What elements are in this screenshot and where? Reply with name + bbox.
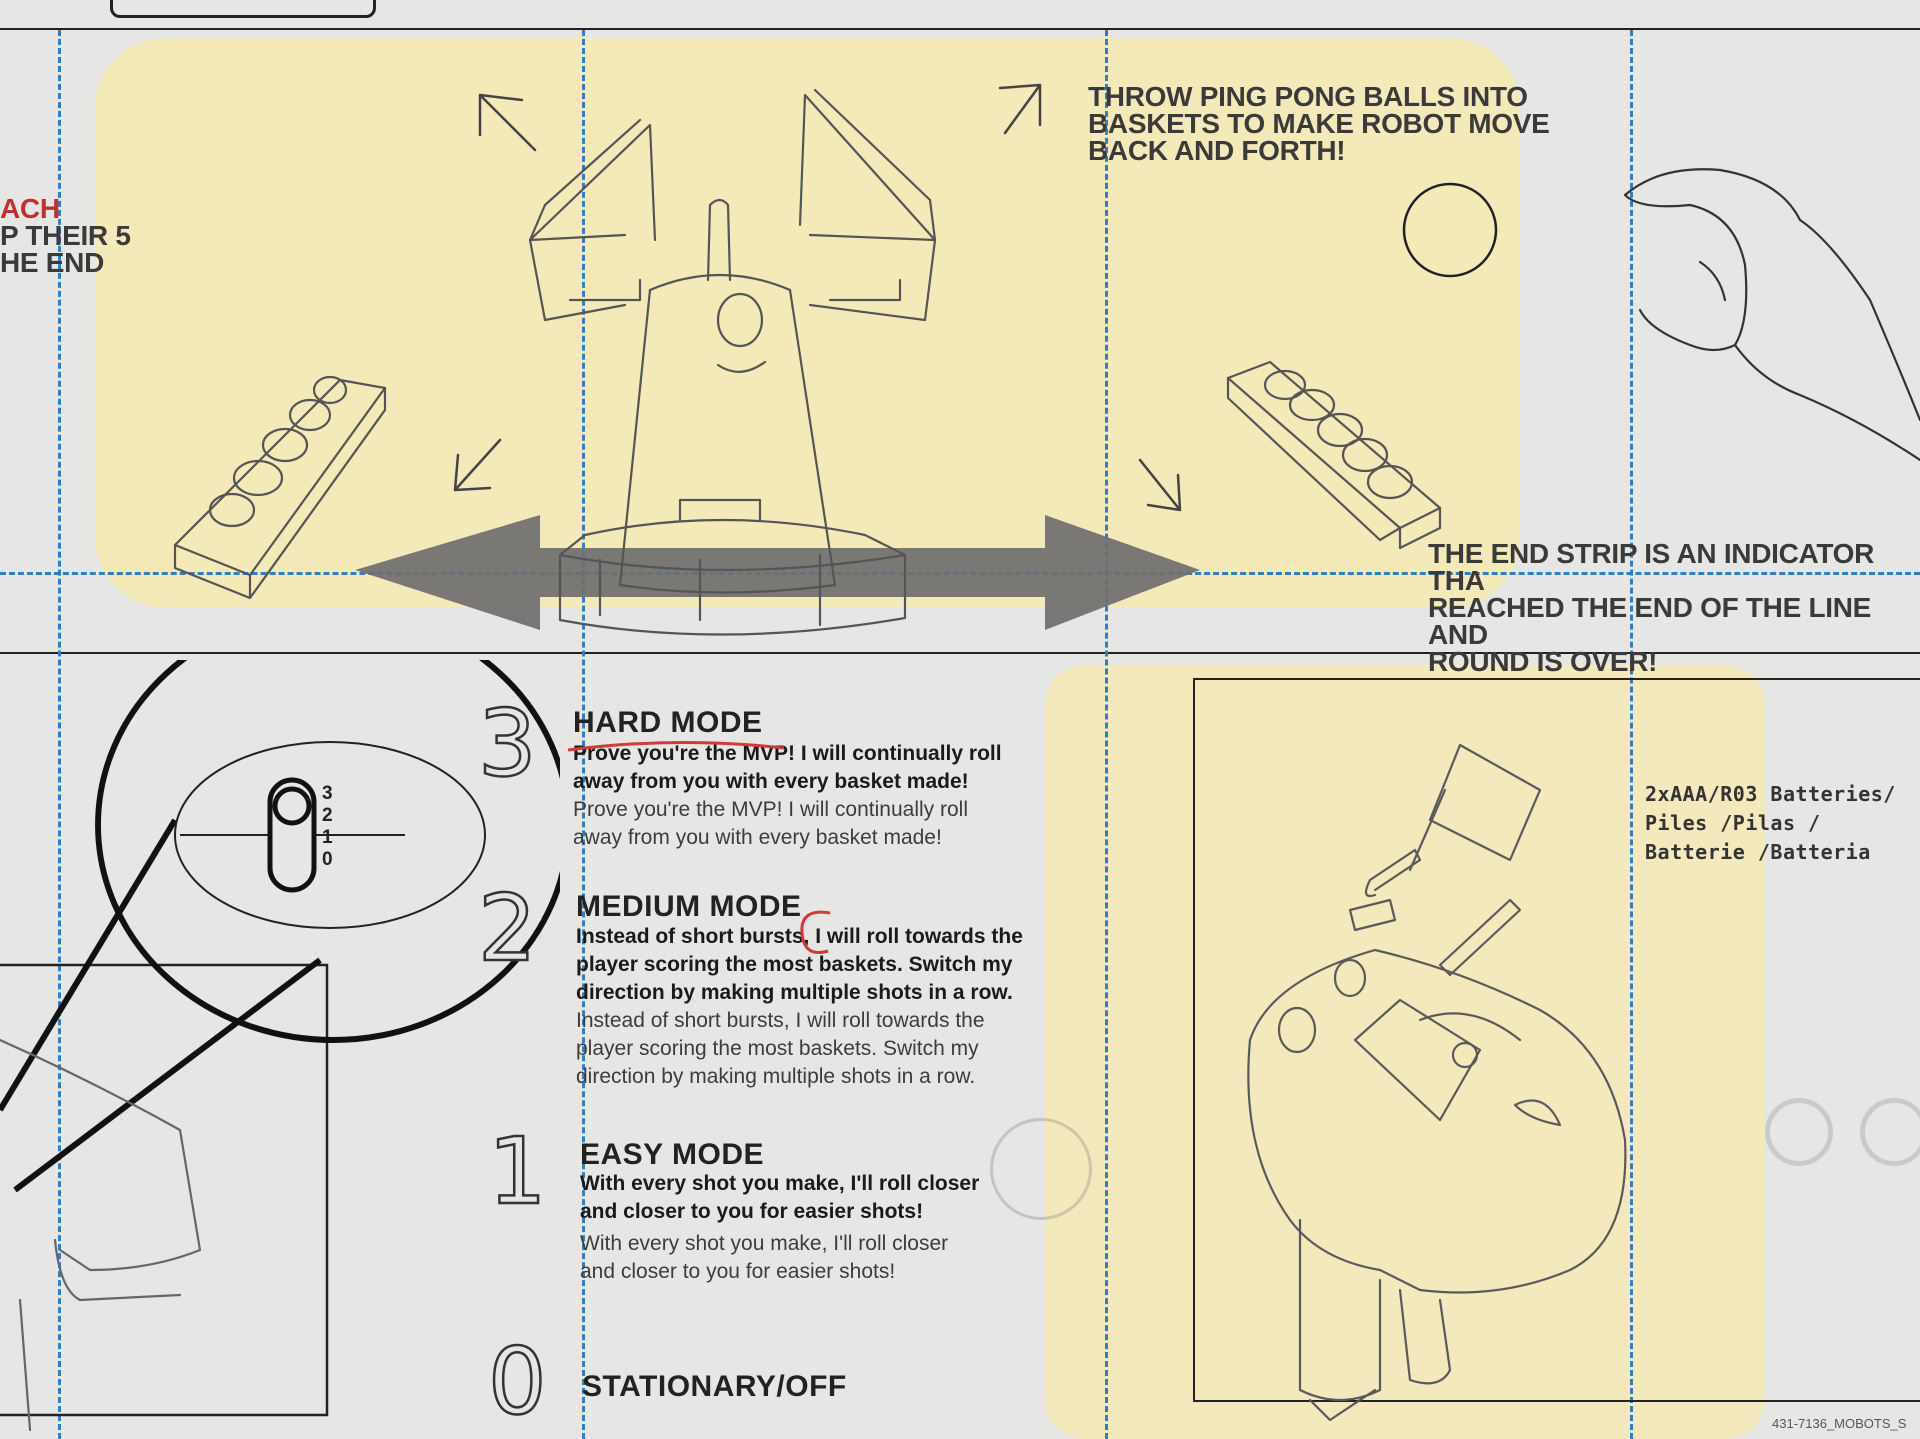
- footer-code: 431-7136_MOBOTS_S: [1772, 1416, 1907, 1431]
- right-ball-strip-sketch: [1226, 360, 1442, 550]
- fold-guide: [1630, 30, 1633, 1439]
- mode-line: and closer to you for easier shots!: [580, 1260, 896, 1283]
- robot-movement-sketch: [173, 83, 1920, 636]
- battery-spec: 2xAAA/R03 Batteries/ Piles /Pilas / Batt…: [1645, 780, 1896, 867]
- top-rule: [0, 28, 1920, 30]
- throw-caption-line: THROW PING PONG BALLS INTO: [1088, 81, 1528, 112]
- mode-bold-line: Prove you're the MVP! I will continually…: [573, 742, 1002, 765]
- switch-position: 2: [322, 805, 333, 826]
- mode-bold-line: away from you with every basket made!: [573, 770, 969, 793]
- end-strip-caption-line: ROUND IS OVER!: [1428, 646, 1658, 677]
- switch-position: 1: [322, 827, 333, 848]
- direction-arrows: [453, 83, 1182, 512]
- faded-no-icon: [990, 1118, 1092, 1220]
- mode-2: 2 MEDIUM MODE Instead of short bursts, I…: [477, 875, 1038, 1105]
- mode-title: MEDIUM MODE: [576, 890, 802, 923]
- mode-1: 1 EASY MODE With every shot you make, I'…: [478, 1118, 1038, 1298]
- red-pen-strike: [567, 740, 785, 752]
- mode-number: 0: [487, 1328, 548, 1435]
- battery-line: 2xAAA/R03 Batteries/: [1645, 782, 1896, 806]
- battery-install-sketch: [1247, 743, 1627, 1422]
- mode-3: 3 HARD MODE Prove you're the MVP! I will…: [477, 690, 1038, 870]
- mode-number: 1: [487, 1118, 548, 1225]
- mode-description: Prove you're the MVP! I will continually…: [573, 740, 1002, 852]
- mode-line: Instead of short bursts, I will roll tow…: [576, 1009, 985, 1032]
- ping-pong-ball: [1402, 182, 1498, 278]
- mode-line: player scoring the most baskets. Switch …: [576, 1037, 979, 1060]
- switch-position: 0: [322, 849, 333, 870]
- mode-description: With every shot you make, I'll roll clos…: [580, 1170, 979, 1286]
- robot-sketch: [528, 88, 937, 636]
- mode-bold-line: With every shot you make, I'll roll clos…: [580, 1172, 980, 1195]
- cutoff-line: HE END: [0, 247, 104, 278]
- mode-line: With every shot you make, I'll roll clos…: [580, 1232, 949, 1255]
- mode-number: 3: [477, 690, 538, 797]
- throw-caption-line: BACK AND FORTH!: [1088, 135, 1346, 166]
- fold-guide: [582, 30, 585, 1439]
- mode-line: Prove you're the MVP! I will continually…: [573, 798, 969, 821]
- mode-line: direction by making multiple shots in a …: [576, 1065, 976, 1088]
- end-strip-caption-line: REACHED THE END OF THE LINE AND: [1428, 592, 1872, 650]
- mode-bold-line: Instead of short bursts, I will roll tow…: [576, 925, 1023, 948]
- mode-number: 2: [477, 875, 538, 982]
- movement-arrow: [355, 515, 1200, 630]
- mode-line: away from you with every basket made!: [573, 826, 942, 849]
- callout-line: [13, 957, 322, 1193]
- red-pen-mark: [800, 910, 831, 954]
- top-tab: [110, 0, 376, 18]
- switch-callout-sketch: [0, 660, 560, 1432]
- mode-bold-line: and closer to you for easier shots!: [580, 1200, 924, 1223]
- middle-rule: [0, 652, 1920, 654]
- fold-guide: [1105, 30, 1108, 1439]
- mode-bold-line: player scoring the most baskets. Switch …: [576, 953, 1013, 976]
- battery-panel: [1193, 678, 1920, 1402]
- mode-title: HARD MODE: [573, 706, 763, 739]
- highlight-top-band: [95, 38, 1520, 608]
- end-strip-caption: THE END STRIP IS AN INDICATOR THA REACHE…: [1428, 538, 1920, 677]
- cutoff-line: P THEIR 5: [0, 220, 131, 251]
- cutoff-caption: ACH P THEIR 5 HE END: [0, 193, 131, 278]
- highlight-bottom-right: [1045, 665, 1765, 1439]
- mode-0: 0 STATIONARY/OFF: [478, 1334, 1038, 1435]
- fold-guide: [58, 30, 61, 1439]
- hand-drawing: [1623, 168, 1920, 462]
- faded-symbol-icon: [1765, 1098, 1833, 1166]
- switch-position-labels: 3 2 1 0: [322, 783, 333, 871]
- cutoff-line: ACH: [0, 193, 60, 224]
- battery-line: Piles /Pilas /: [1645, 811, 1821, 835]
- mode-title: STATIONARY/OFF: [582, 1370, 847, 1403]
- end-strip-caption-line: THE END STRIP IS AN INDICATOR THA: [1428, 538, 1875, 596]
- callout-circle: [95, 660, 560, 1043]
- faded-symbol-icon: [1860, 1098, 1920, 1166]
- battery-line: Batterie /Batteria: [1645, 840, 1871, 864]
- left-ball-strip-sketch: [173, 375, 387, 600]
- throw-caption-line: BASKETS TO MAKE ROBOT MOVE: [1088, 108, 1550, 139]
- mode-description: Instead of short bursts, I will roll tow…: [576, 923, 1023, 1091]
- mode-bold-line: direction by making multiple shots in a …: [576, 981, 1013, 1004]
- callout-line: [0, 818, 178, 1112]
- switch-position: 3: [322, 783, 333, 804]
- throw-caption: THROW PING PONG BALLS INTO BASKETS TO MA…: [1088, 81, 1550, 166]
- mode-title: EASY MODE: [580, 1138, 764, 1171]
- switch-plate: [174, 741, 486, 929]
